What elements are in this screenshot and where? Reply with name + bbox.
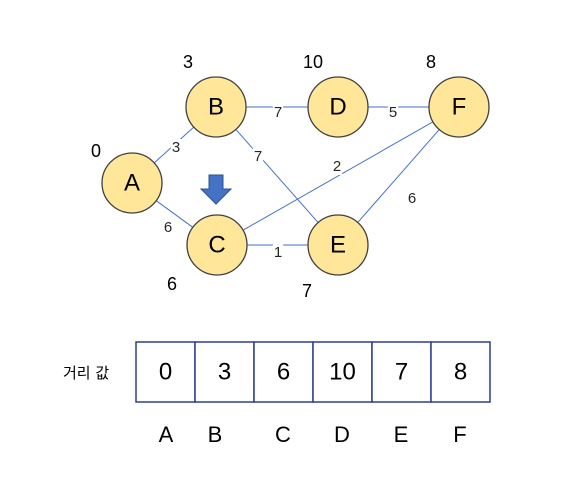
edge-weight-backing <box>406 189 418 207</box>
table-value-F: 8 <box>454 358 467 385</box>
edge-layer <box>153 106 440 246</box>
edge-weight-backing <box>162 218 174 236</box>
edge-A-C <box>155 200 194 228</box>
edge-weight-A-C: 6 <box>164 219 172 236</box>
table-value-E: 7 <box>395 358 408 385</box>
edge-B-E <box>235 129 319 223</box>
node-circle-B <box>185 76 247 138</box>
edge-weight-layer: 3 6 7 7 5 2 1 6 <box>162 103 418 261</box>
table-column-label-F: F <box>453 422 466 447</box>
table-cell-B <box>194 341 255 403</box>
node-D: D <box>307 76 369 138</box>
node-circle-A <box>101 152 163 214</box>
table-cell-A <box>135 341 196 403</box>
node-circle-E <box>307 214 369 276</box>
table-row-label: 거리 값 <box>63 364 109 382</box>
distance-label-layer: 0 3 6 10 7 8 <box>91 52 436 301</box>
table-column-label-A: A <box>159 422 174 447</box>
table-column-label-D: D <box>334 422 350 447</box>
node-distance-C: 6 <box>167 274 177 294</box>
node-layer: A B C D E F <box>101 76 490 276</box>
current-node-arrow-icon <box>199 174 233 205</box>
distance-table: 0 3 6 10 7 8A B C D E F <box>135 341 491 447</box>
edge-weight-backing <box>387 103 399 121</box>
node-distance-F: 8 <box>426 52 436 72</box>
table-value-B: 3 <box>218 358 231 385</box>
table-column-label-C: C <box>275 422 291 447</box>
table-cell-E <box>371 341 432 403</box>
node-circle-D <box>307 76 369 138</box>
edge-weight-B-E: 7 <box>254 148 262 165</box>
edge-weight-backing <box>272 103 284 121</box>
node-B: B <box>185 76 247 138</box>
table-value-D: 10 <box>329 358 356 385</box>
table-value-C: 6 <box>277 358 290 385</box>
edge-weight-B-D: 7 <box>274 104 282 121</box>
node-label-E: E <box>330 231 346 258</box>
node-label-C: C <box>208 231 225 258</box>
node-distance-D: 10 <box>303 52 323 72</box>
node-label-A: A <box>124 169 140 196</box>
node-label-D: D <box>329 93 346 120</box>
table-column-label-E: E <box>394 422 409 447</box>
node-C: C <box>186 214 248 276</box>
table-cell-D <box>312 341 373 403</box>
node-label-F: F <box>452 93 467 120</box>
edge-C-F <box>242 121 434 231</box>
table-column-label-B: B <box>208 422 223 447</box>
node-circle-F <box>428 76 490 138</box>
table-cell-F <box>430 341 491 403</box>
node-label-B: B <box>208 93 224 120</box>
edge-weight-C-F: 2 <box>333 158 341 175</box>
node-E: E <box>307 214 369 276</box>
edge-weight-C-E: 1 <box>274 244 282 261</box>
node-circle-C <box>186 214 248 276</box>
edge-weight-D-F: 5 <box>389 104 397 121</box>
node-distance-E: 7 <box>302 281 312 301</box>
table-value-A: 0 <box>159 358 172 385</box>
table-cell-C <box>253 341 314 403</box>
edge-weight-E-F: 6 <box>408 190 416 207</box>
edge-weight-backing <box>331 157 343 175</box>
node-F: F <box>428 76 490 138</box>
edge-weight-A-B: 3 <box>172 139 180 156</box>
edge-weight-backing <box>170 138 182 156</box>
node-distance-A: 0 <box>91 141 101 161</box>
edge-weight-backing <box>272 243 284 261</box>
edge-E-F <box>357 129 440 223</box>
node-distance-B: 3 <box>183 52 193 72</box>
edge-weight-backing <box>252 147 264 165</box>
node-A: A <box>101 152 163 214</box>
